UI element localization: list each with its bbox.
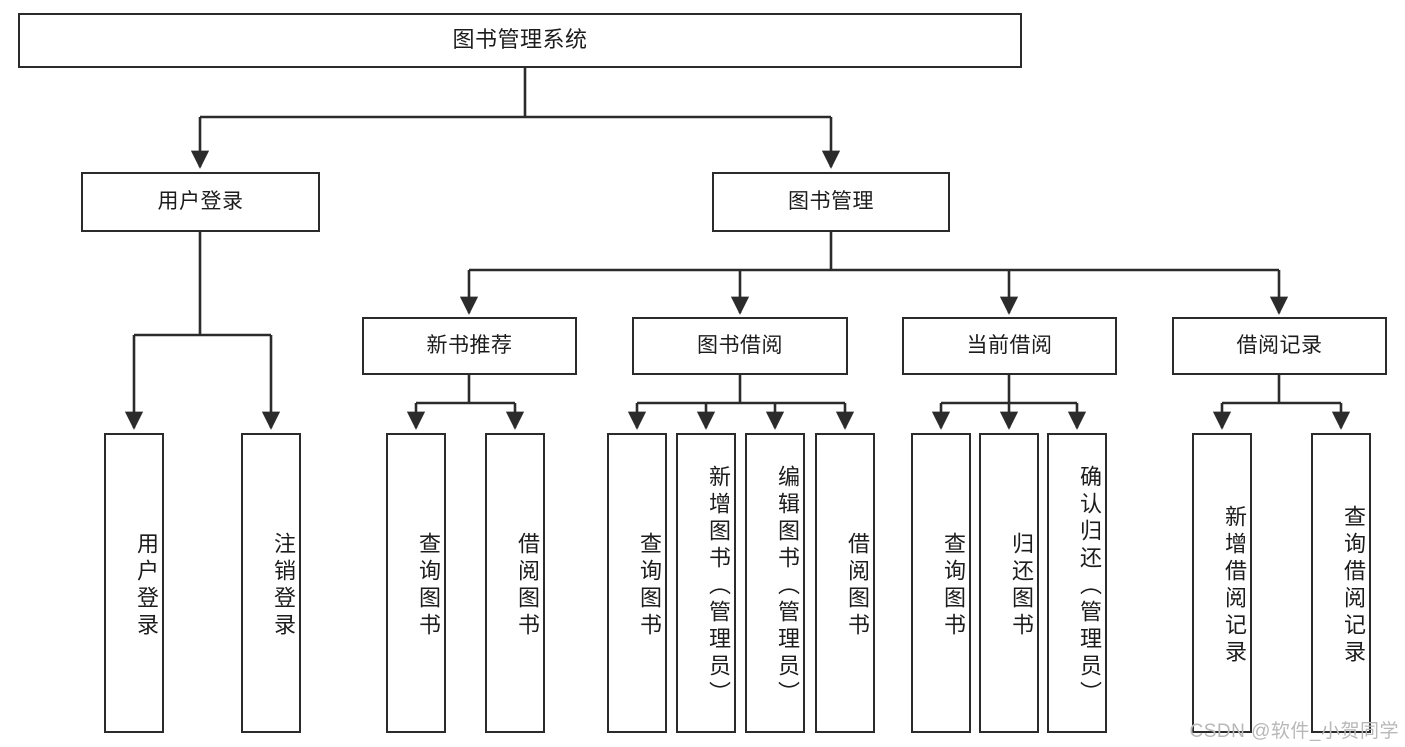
- node-label: 归还图书: [1009, 532, 1034, 640]
- leaf-query-book-current[interactable]: 查询图书: [911, 433, 971, 733]
- node-new-book-recommend[interactable]: 新书推荐: [362, 317, 577, 375]
- node-label: 用户登录: [134, 532, 159, 640]
- leaf-query-borrow-record[interactable]: 查询借阅记录: [1311, 433, 1371, 733]
- node-label: 新增借阅记录: [1222, 505, 1247, 667]
- node-label: 借阅图书: [515, 532, 540, 640]
- node-label: 编辑图书（管理员）: [775, 464, 800, 708]
- node-label: 查询借阅记录: [1341, 505, 1366, 667]
- node-label: 图书管理: [788, 190, 874, 214]
- node-label: 确认归还（管理员）: [1077, 464, 1102, 708]
- leaf-user-login[interactable]: 用户登录: [104, 433, 164, 733]
- leaf-borrow-book-recommend[interactable]: 借阅图书: [485, 433, 545, 733]
- node-current-borrow[interactable]: 当前借阅: [902, 317, 1117, 375]
- leaf-add-borrow-record[interactable]: 新增借阅记录: [1192, 433, 1252, 733]
- leaf-confirm-return-admin[interactable]: 确认归还（管理员）: [1047, 433, 1107, 733]
- node-book-borrow[interactable]: 图书借阅: [632, 317, 848, 375]
- node-label: 新书推荐: [426, 334, 513, 358]
- node-label: 图书管理系统: [452, 27, 588, 53]
- node-label: 查询图书: [637, 532, 662, 640]
- node-borrow-record[interactable]: 借阅记录: [1172, 317, 1387, 375]
- leaf-user-logout[interactable]: 注销登录: [241, 433, 301, 733]
- leaf-query-book-recommend[interactable]: 查询图书: [386, 433, 446, 733]
- node-label: 当前借阅: [966, 334, 1053, 358]
- node-user-login[interactable]: 用户登录: [81, 172, 320, 232]
- node-label: 查询图书: [941, 532, 966, 640]
- leaf-query-book-borrow[interactable]: 查询图书: [607, 433, 667, 733]
- node-label: 图书借阅: [697, 334, 783, 358]
- node-label: 注销登录: [271, 532, 296, 640]
- node-label: 用户登录: [157, 190, 244, 214]
- leaf-return-book[interactable]: 归还图书: [979, 433, 1039, 733]
- node-label: 新增图书（管理员）: [706, 464, 731, 708]
- node-root-system[interactable]: 图书管理系统: [18, 13, 1022, 68]
- node-label: 借阅图书: [845, 532, 870, 640]
- node-book-management[interactable]: 图书管理: [712, 172, 950, 232]
- node-label: 查询图书: [416, 532, 441, 640]
- watermark: CSDN @软件_小贺同学: [1189, 721, 1399, 742]
- leaf-borrow-book[interactable]: 借阅图书: [815, 433, 875, 733]
- node-label: 借阅记录: [1236, 334, 1323, 358]
- leaf-add-book-admin[interactable]: 新增图书（管理员）: [676, 433, 736, 733]
- leaf-edit-book-admin[interactable]: 编辑图书（管理员）: [745, 433, 805, 733]
